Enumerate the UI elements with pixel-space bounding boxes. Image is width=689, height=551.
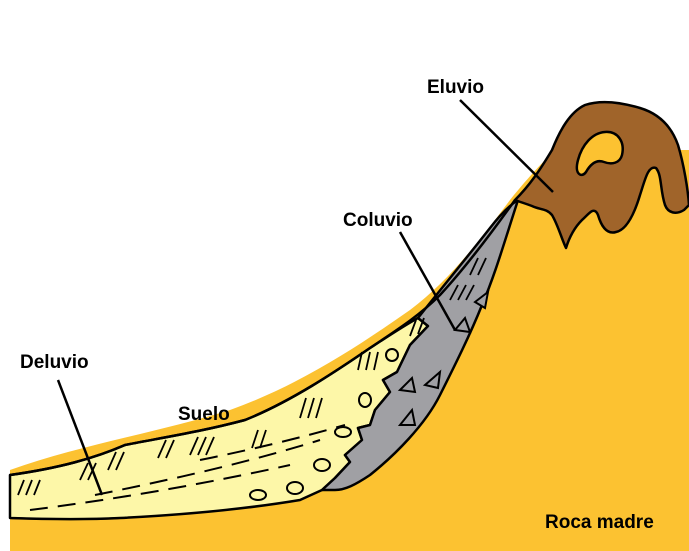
eluvio-label: Eluvio — [427, 78, 484, 97]
roca-madre-label: Roca madre — [545, 513, 654, 532]
suelo-label: Suelo — [178, 405, 230, 424]
coluvio-label: Coluvio — [343, 211, 413, 230]
bedrock-boundary — [10, 518, 120, 519]
deluvio-label: Deluvio — [20, 353, 89, 372]
